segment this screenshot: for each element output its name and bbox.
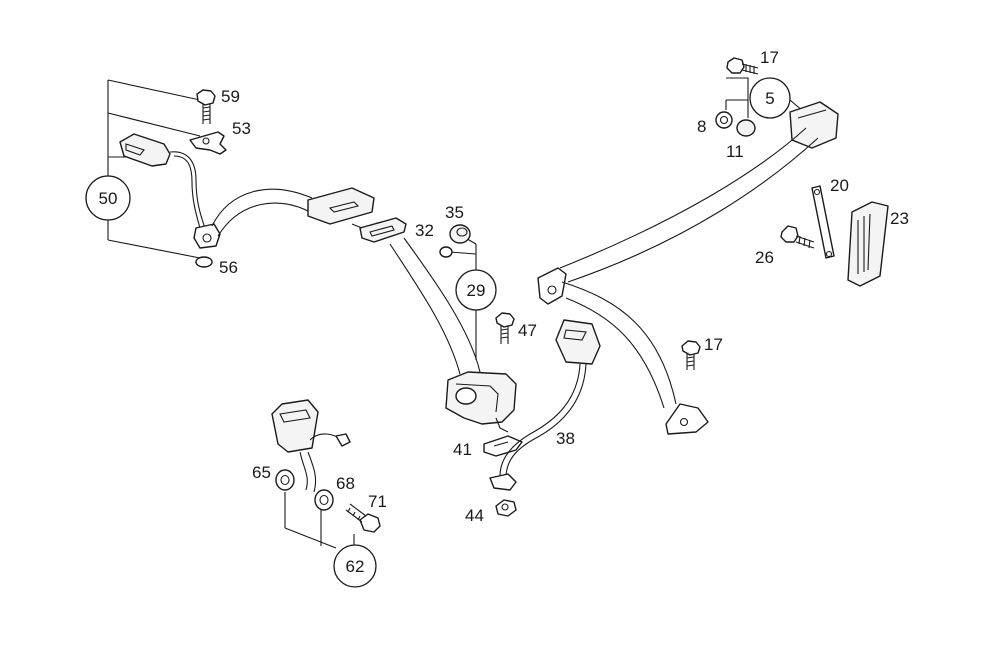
callout-41: 41 — [453, 440, 472, 459]
center-belt-strap — [389, 237, 481, 375]
anchor-foot — [665, 403, 709, 435]
retractor-29 — [445, 371, 517, 433]
callout-17-lower: 17 — [704, 335, 723, 354]
callout-35: 35 — [445, 203, 464, 222]
group-circle-50: 50 — [85, 175, 131, 221]
tongue-32 — [351, 217, 407, 243]
bracket-53 — [189, 131, 227, 155]
callout-8: 8 — [697, 117, 706, 136]
callout-17-top: 17 — [760, 48, 779, 67]
washer-68 — [314, 489, 334, 511]
bolt-71 — [345, 503, 381, 533]
cap-11 — [736, 119, 756, 137]
washer-8 — [715, 111, 733, 129]
buckle-62 — [271, 399, 351, 493]
lap-belt-strap — [561, 281, 677, 409]
diagonal-belt-strap — [559, 127, 819, 283]
cover-23 — [847, 201, 889, 287]
group-circle-5: 5 — [749, 77, 791, 119]
callout-68: 68 — [336, 474, 355, 493]
buckle-38 — [489, 319, 601, 491]
group-circle-29: 29 — [455, 269, 497, 311]
callout-53: 53 — [232, 119, 251, 138]
callout-59: 59 — [221, 87, 240, 106]
bolt-59 — [196, 89, 216, 124]
bolt-26 — [780, 225, 815, 249]
callout-50: 50 — [99, 189, 118, 208]
nut-44 — [495, 499, 517, 517]
clip-41 — [483, 435, 523, 457]
callout-65: 65 — [252, 463, 271, 482]
cap-35 — [449, 224, 471, 244]
callout-5: 5 — [765, 89, 774, 108]
upper-anchor-housing — [789, 101, 839, 149]
latch-plate-50 — [307, 187, 375, 225]
assembly-62-leaders — [284, 492, 355, 549]
callout-56: 56 — [219, 258, 238, 277]
washer-65 — [275, 469, 295, 491]
anchor-plate-50 — [193, 223, 221, 249]
callout-20: 20 — [830, 176, 849, 195]
callout-11: 11 — [726, 142, 744, 161]
belt-strap-50 — [211, 188, 313, 237]
callout-26: 26 — [755, 248, 774, 267]
group-circle-62: 62 — [333, 544, 377, 588]
callout-62: 62 — [346, 557, 365, 576]
callout-47: 47 — [518, 321, 537, 340]
washer-32 — [439, 246, 453, 258]
callout-32: 32 — [415, 221, 434, 240]
assembly-5-leaders — [725, 77, 805, 118]
washer-56 — [195, 256, 213, 268]
callout-29: 29 — [467, 281, 486, 300]
callout-23: 23 — [890, 209, 909, 228]
bolt-17-top — [726, 57, 759, 75]
belt-guide-plate — [537, 267, 567, 305]
callout-38: 38 — [556, 429, 575, 448]
bar-20 — [811, 185, 835, 259]
callout-71: 71 — [368, 492, 387, 511]
bolt-17-lower — [681, 340, 701, 370]
assembly-50-leaders — [107, 79, 201, 259]
buckle-50-head — [119, 133, 206, 229]
callout-44: 44 — [465, 506, 484, 525]
bolt-47 — [495, 312, 515, 344]
